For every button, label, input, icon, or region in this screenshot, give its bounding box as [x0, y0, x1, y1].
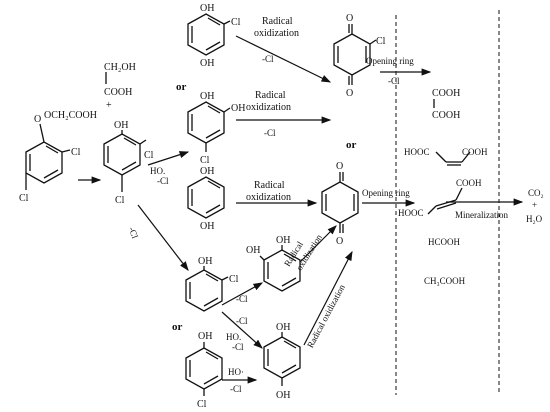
molecule-maleic-acid: HOOC COOH — [404, 147, 488, 166]
label-cooh: COOH — [456, 178, 482, 188]
label-cooh: COOH — [462, 147, 488, 157]
label-cl: Cl — [376, 36, 386, 47]
label-or-2: or — [346, 139, 357, 151]
label-ho-radical: HO. — [226, 332, 241, 342]
label-oh: OH — [200, 58, 214, 69]
label-cl: Cl — [144, 150, 154, 161]
label-plus: + — [106, 100, 112, 111]
label-cl: Cl — [229, 274, 239, 285]
label-cl-2: Cl — [71, 147, 81, 158]
arrow-radical-oxidization-1 — [235, 35, 332, 83]
label-minus-cl: -Cl — [232, 342, 244, 352]
label-mineralization: Mineralization — [455, 210, 508, 220]
label-hooc: HOOC — [404, 147, 430, 157]
label-cl: Cl — [115, 195, 125, 206]
label-oxidization: oxidization — [246, 192, 291, 203]
label-minus-cl: -Cl — [236, 294, 248, 304]
label-cooh: COOH — [432, 110, 460, 121]
label-cl: Cl — [200, 155, 210, 166]
label-minus-cl: -Cl — [262, 54, 274, 64]
label-oh: OH — [200, 3, 214, 14]
molecule-hydroquinone: OH OH — [187, 166, 225, 232]
label-o: O — [346, 88, 353, 99]
label-o: O — [336, 161, 343, 172]
label-och2cooh: OCH₂COOH — [44, 110, 97, 121]
label-minus-cl: -Cl — [127, 226, 141, 241]
label-minus-cl: -Cl — [388, 76, 400, 86]
label-minus-cl: -Cl — [157, 176, 169, 186]
arrow-hydroxylation — [147, 151, 190, 166]
label-opening-ring: Opening ring — [362, 188, 410, 198]
label-oh: OH — [276, 235, 290, 246]
label-oxidization: oxidization — [246, 102, 291, 113]
label-minus-cl: -Cl — [230, 384, 242, 394]
arrow-dechlorination — [137, 204, 189, 271]
label-oh: OH — [200, 91, 214, 102]
label-oxidization: oxidization — [254, 28, 299, 39]
molecule-2-4-d: O OCH₂COOH Cl Cl — [19, 110, 97, 204]
label-ch2oh: CH₂OH — [104, 62, 136, 73]
molecule-4-chlorophenol: OH Cl — [185, 331, 223, 410]
molecule-chlorohydroquinone: OH Cl OH — [187, 3, 241, 69]
label-cooh: COOH — [432, 88, 460, 99]
label-oh: OH — [276, 390, 290, 401]
label-ho-radical: HO· — [228, 367, 244, 377]
label-or-3: or — [172, 321, 183, 333]
label-hooc: HOOC — [398, 208, 424, 218]
label-oh: OH — [246, 245, 260, 256]
label-ho-radical: HO. — [150, 166, 165, 176]
label-ether-o: O — [34, 114, 41, 125]
label-cl-4: Cl — [19, 193, 29, 204]
label-ch3cooh: CH₃COOH — [424, 276, 466, 286]
arrow-hydroquinone-to-benzoquinone — [303, 250, 353, 346]
label-oh: OH — [276, 322, 290, 333]
molecule-catechol: OH OH — [246, 235, 301, 292]
label-or-1: or — [176, 81, 187, 93]
label-o: O — [346, 13, 353, 24]
arrow-catechol-to-benzoquinone — [299, 225, 337, 263]
molecule-hydroquinone-lower: OH OH — [263, 322, 301, 401]
label-oh: OH — [114, 120, 128, 131]
label-radical-oxidization: Radical oxidization — [305, 282, 347, 349]
label-cooh-top: COOH — [104, 87, 132, 98]
label-oh: OH — [198, 331, 212, 342]
molecule-chlorobenzoquinone: O Cl O — [333, 13, 386, 99]
molecule-fumaric-acid: COOH HOOC — [398, 178, 482, 218]
molecule-benzoquinone: O O — [321, 161, 359, 247]
label-minus-cl: -Cl — [264, 128, 276, 138]
label-radical: Radical — [262, 16, 293, 27]
label-o: O — [336, 236, 343, 247]
label-radical: Radical — [255, 90, 286, 101]
label-hcooh: HCOOH — [428, 237, 461, 247]
label-h2o: H₂O — [526, 214, 543, 224]
label-cl: Cl — [231, 17, 241, 28]
molecule-chlorocatechol: OH OH Cl — [187, 91, 245, 166]
arrow-2cp-to-hydroquinone — [221, 311, 263, 349]
molecule-2-4-dichlorophenol: OH Cl Cl — [103, 120, 154, 206]
label-opening-ring: Opening ring — [366, 56, 414, 66]
label-oh: OH — [200, 221, 214, 232]
arrow-2cp-to-catechol — [221, 282, 264, 306]
molecule-2-chlorophenol: OH Cl — [185, 256, 239, 312]
label-oh: OH — [198, 256, 212, 267]
label-cl: Cl — [197, 399, 207, 410]
label-radical: Radical — [254, 180, 285, 191]
label-minus-cl: -Cl — [236, 316, 248, 326]
label-oh: OH — [231, 103, 245, 114]
label-oh: OH — [200, 166, 214, 177]
label-plus: + — [532, 200, 537, 210]
label-co2: CO₂ — [528, 188, 544, 198]
